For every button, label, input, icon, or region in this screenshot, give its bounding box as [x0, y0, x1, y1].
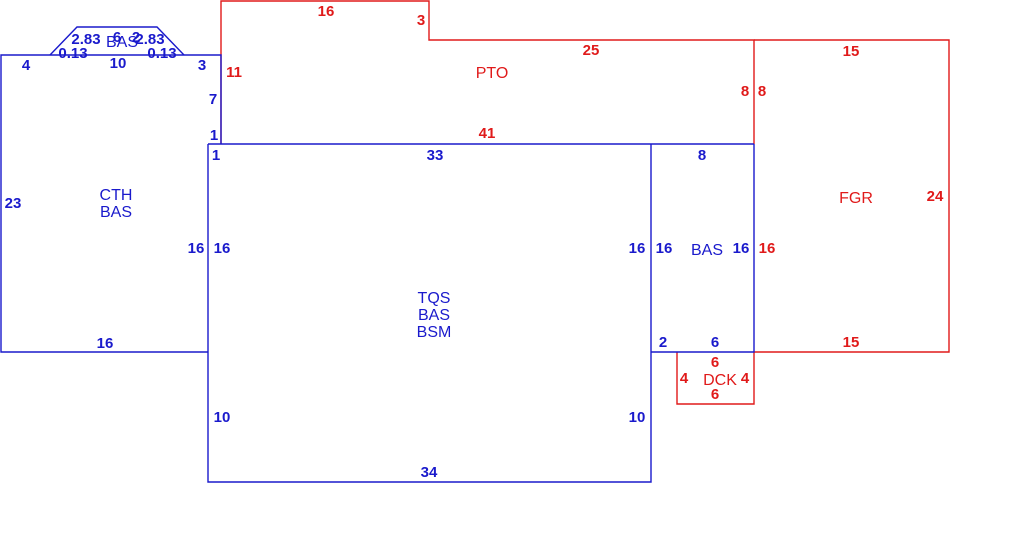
dim-pto-step: 3: [417, 12, 425, 29]
area-label-dck: DCK: [703, 372, 737, 389]
dim-main-top: 33: [427, 147, 444, 164]
pto-outline: [220, 0, 755, 144]
dim-main-left-inner: 16: [214, 240, 231, 257]
dim-bay-off-right: 0.13: [147, 45, 176, 62]
area-label-main-2: BAS: [418, 307, 450, 324]
dim-fgr-left: 16: [759, 240, 776, 257]
dim-cth-bottom: 16: [97, 335, 114, 352]
dim-main-bottom: 34: [421, 464, 438, 481]
dim-bay-bottom: 10: [110, 55, 127, 72]
dim-main-left-low: 10: [214, 409, 231, 426]
area-label-main-1: TQS: [418, 290, 451, 307]
dim-pto-bottom: 41: [479, 125, 496, 142]
dck-outline: [676, 352, 755, 405]
dim-rbas-left: 16: [656, 240, 673, 257]
dim-bay-diag-right: 2.83: [135, 31, 164, 48]
area-label-cth-sub: BAS: [100, 204, 132, 221]
dim-dck-right: 4: [741, 370, 750, 387]
dim-rbas-bottom: 6: [711, 334, 719, 351]
area-label-bay: BAS: [106, 34, 138, 51]
dim-rbas-bottom-left: 2: [659, 334, 667, 351]
dim-bay-top2: 2: [132, 29, 140, 46]
dim-pto-top-right: 25: [583, 42, 600, 59]
dim-rbas-right: 16: [733, 240, 750, 257]
dim-dck-top: 6: [711, 354, 719, 371]
dim-cth-right-upper: 7: [209, 91, 217, 108]
dim-pto-right-a: 8: [741, 83, 749, 100]
fgr-outline: [754, 39, 950, 353]
dim-main-right-inner: 16: [629, 240, 646, 257]
right-bas-outline: [651, 144, 755, 353]
dim-pto-left: 11: [226, 64, 242, 81]
dim-main-right-low: 10: [629, 409, 646, 426]
area-label-main-3: BSM: [417, 324, 452, 341]
dim-main-corner: 1: [212, 147, 220, 164]
dim-fgr-top: 15: [843, 43, 860, 60]
dim-bay-top: 6: [113, 29, 121, 46]
cth-outline: [0, 54, 222, 353]
dim-pto-top: 16: [318, 3, 335, 20]
dim-bay-off-left: 0.13: [58, 45, 87, 62]
dim-dck-bottom: 6: [711, 386, 719, 403]
area-label-cth: CTH: [100, 187, 133, 204]
area-label-right-bas: BAS: [691, 242, 723, 259]
main-outline: [207, 144, 652, 483]
dim-fgr-bottom: 15: [843, 334, 860, 351]
bay-outline: [49, 26, 185, 56]
dim-pto-right-b: 8: [758, 83, 766, 100]
area-label-fgr: FGR: [839, 190, 873, 207]
dim-cth-top-right: 3: [198, 57, 206, 74]
dim-cth-left: 23: [5, 195, 22, 212]
dim-cth-top-left: 4: [22, 57, 31, 74]
dim-fgr-right: 24: [927, 188, 944, 205]
dim-cth-right-low: 1: [210, 127, 218, 144]
dim-dck-left: 4: [680, 370, 689, 387]
dim-rbas-top: 8: [698, 147, 706, 164]
area-label-pto: PTO: [476, 65, 509, 82]
dim-bay-diag-left: 2.83: [71, 31, 100, 48]
dim-cth-right: 16: [188, 240, 205, 257]
